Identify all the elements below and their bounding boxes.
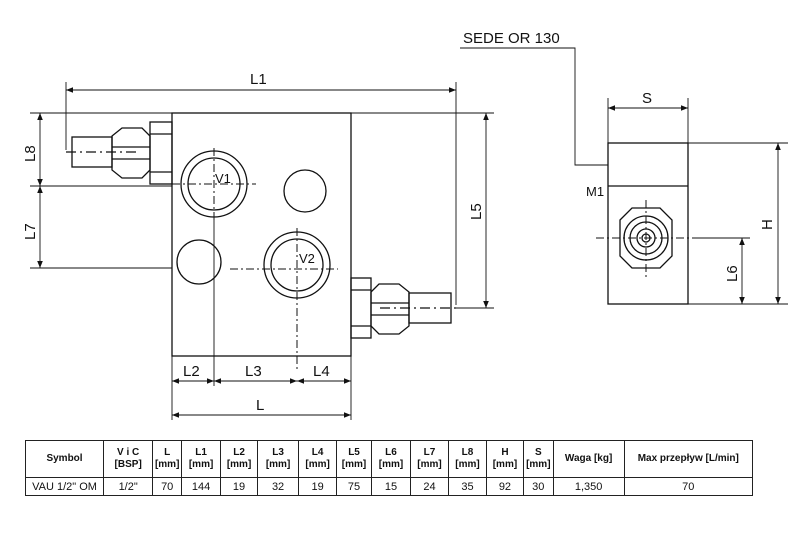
header-text: L3 xyxy=(272,447,284,458)
header-l1: L1[mm] xyxy=(181,440,222,478)
header-unit: [mm] xyxy=(226,459,252,470)
valve-body xyxy=(171,112,352,357)
header-text: L4 xyxy=(311,447,324,458)
header-text: L8 xyxy=(461,447,474,458)
header-unit: [mm] xyxy=(378,459,404,470)
header-text: Waga [kg] xyxy=(564,453,613,464)
header-text: V i C xyxy=(117,447,140,458)
right-fitting xyxy=(350,277,456,339)
header-s: S[mm] xyxy=(522,440,554,478)
header-unit: [mm] xyxy=(341,459,367,470)
cell-h: 92 xyxy=(485,477,524,496)
cell-l6: 15 xyxy=(370,477,412,496)
header-unit: [mm] xyxy=(188,459,214,470)
header-unit: [mm] xyxy=(154,459,180,470)
cell-s: 30 xyxy=(522,477,554,496)
label-s: S xyxy=(642,90,652,107)
cell-l: 70 xyxy=(152,477,183,496)
header-l4: L4[mm] xyxy=(298,440,338,478)
header-unit: [mm] xyxy=(265,459,291,470)
header-l7: L7[mm] xyxy=(410,440,449,478)
front-dimensions xyxy=(30,82,494,420)
label-sede: SEDE OR 130 xyxy=(463,30,560,47)
label-m1: M1 xyxy=(586,184,604,199)
cell-l7: 24 xyxy=(410,477,449,496)
cell-l8: 35 xyxy=(447,477,487,496)
header-l: L[mm] xyxy=(152,440,183,478)
label-l4: L4 xyxy=(313,363,330,380)
hole-upper-right xyxy=(283,169,327,213)
cell-l1: 144 xyxy=(181,477,222,496)
header-l8: L8[mm] xyxy=(447,440,487,478)
header-text: Max przepływ [L/min] xyxy=(637,453,739,464)
cell-l5: 75 xyxy=(336,477,372,496)
header-unit: [mm] xyxy=(305,459,330,470)
port-v1 xyxy=(172,148,256,222)
label-l7: L7 xyxy=(22,223,39,240)
valve-technical-drawing: L1 L8 L7 L5 V1 V2 L2 L3 L4 L SEDE OR 130… xyxy=(22,30,788,420)
header-unit: [BSP] xyxy=(114,459,142,470)
label-l2: L2 xyxy=(183,363,200,380)
header-text: Symbol xyxy=(46,453,83,464)
label-l3: L3 xyxy=(245,363,262,380)
header-symbol: Symbol xyxy=(24,440,105,478)
side-dimensions xyxy=(460,47,788,305)
header-text: L7 xyxy=(423,447,436,458)
label-v2: V2 xyxy=(299,251,315,266)
label-h: H xyxy=(759,219,776,230)
header-l2: L2[mm] xyxy=(220,440,259,478)
header-unit: [mm] xyxy=(526,459,551,470)
side-body xyxy=(607,142,689,305)
header-l3: L3[mm] xyxy=(257,440,300,478)
specification-table: Symbol V i C[BSP] L[mm] L1[mm] L2[mm] L3… xyxy=(24,440,754,496)
header-text: H xyxy=(501,447,509,458)
header-text: L2 xyxy=(233,447,245,458)
cell-l2: 19 xyxy=(220,477,259,496)
table-header-row: Symbol V i C[BSP] L[mm] L1[mm] L2[mm] L3… xyxy=(24,440,754,478)
header-max-flow: Max przepływ [L/min] xyxy=(623,440,754,478)
header-text: S xyxy=(534,447,542,458)
cell-l3: 32 xyxy=(257,477,300,496)
hole-lower-left xyxy=(176,239,222,285)
cell-vic: 1/2" xyxy=(103,477,154,496)
table-row: VAU 1/2" OM 1/2" 70 144 19 32 19 75 15 2… xyxy=(24,477,754,496)
cell-l4: 19 xyxy=(298,477,338,496)
left-fitting xyxy=(66,121,173,185)
label-l5: L5 xyxy=(468,203,485,220)
header-text: L5 xyxy=(348,447,360,458)
label-l8: L8 xyxy=(22,145,39,162)
front-view xyxy=(66,112,456,372)
label-l1: L1 xyxy=(250,71,267,88)
header-vic: V i C[BSP] xyxy=(103,440,154,478)
header-text: L xyxy=(164,447,171,458)
cell-max-flow: 70 xyxy=(623,477,754,496)
cell-symbol: VAU 1/2" OM xyxy=(24,477,105,496)
header-unit: [mm] xyxy=(455,459,480,470)
header-unit: [mm] xyxy=(492,459,518,470)
port-v2 xyxy=(230,228,338,372)
header-unit: [mm] xyxy=(417,459,442,470)
header-l6: L6[mm] xyxy=(370,440,412,478)
header-text: L6 xyxy=(385,447,397,458)
side-view xyxy=(596,142,700,305)
header-h: H[mm] xyxy=(485,440,524,478)
label-v1: V1 xyxy=(215,171,231,186)
header-l5: L5[mm] xyxy=(336,440,372,478)
header-text: L1 xyxy=(195,447,207,458)
header-waga: Waga [kg] xyxy=(552,440,625,478)
label-l: L xyxy=(256,397,264,414)
cell-waga: 1,350 xyxy=(552,477,625,496)
label-l6: L6 xyxy=(724,265,741,282)
